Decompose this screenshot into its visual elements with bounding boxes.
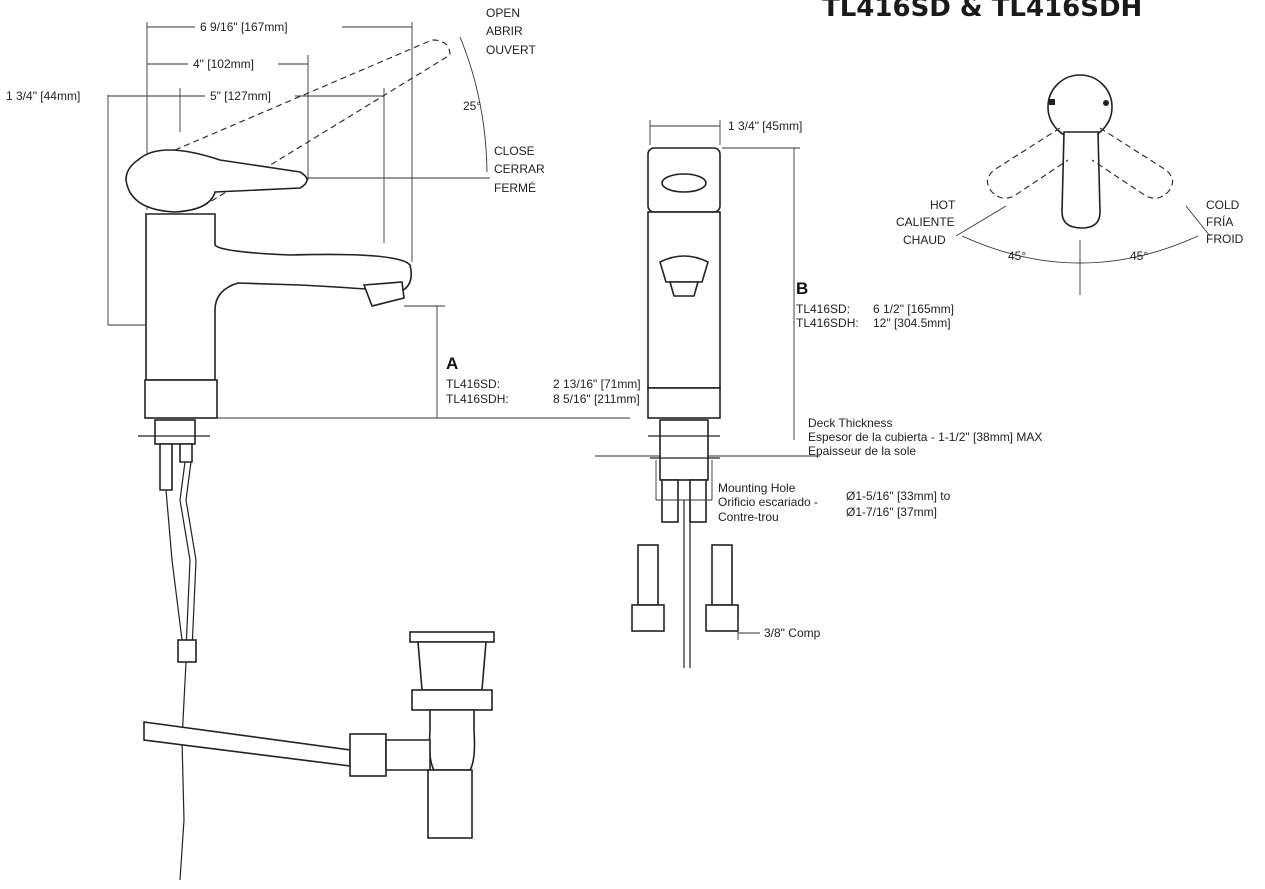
dim-overall-label: 6 9/16" [167mm] bbox=[200, 20, 288, 34]
angle-right-label: 45° bbox=[1130, 249, 1148, 263]
dim-left-label: 1 3/4" [44mm] bbox=[6, 89, 80, 103]
b-value-sdh: 12" [304.5mm] bbox=[873, 316, 951, 330]
b-model-sd: TL416SD: bbox=[796, 302, 850, 316]
deck-label-en: Deck Thickness bbox=[808, 416, 892, 430]
cold-marker-icon bbox=[1103, 100, 1109, 106]
deck-label-fr: Epaisseur de la sole bbox=[808, 444, 916, 458]
a-value-sd: 2 13/16" [71mm] bbox=[553, 377, 641, 391]
model-title: TL416SD & TL416SDH bbox=[822, 0, 1142, 23]
angle-25-label: 25° bbox=[463, 99, 481, 113]
deck-label-es: Espesor de la cubierta - 1-1/2" [38mm] M… bbox=[808, 430, 1042, 444]
cold-label-en: COLD bbox=[1206, 198, 1240, 212]
hot-marker-icon bbox=[1049, 99, 1055, 105]
a-model-sdh: TL416SDH: bbox=[446, 392, 509, 406]
hot-label-en: HOT bbox=[930, 198, 956, 212]
a-model-sd: TL416SD: bbox=[446, 377, 500, 391]
mounting-size-min: Ø1-5/16" [33mm] to bbox=[846, 489, 951, 503]
angle-left-label: 45° bbox=[1008, 249, 1026, 263]
open-label-fr: OUVERT bbox=[486, 43, 536, 57]
close-label-fr: FERMÉ bbox=[494, 180, 536, 195]
dim-a-letter: A bbox=[446, 354, 458, 373]
dim-width-label: 1 3/4" [45mm] bbox=[728, 119, 802, 133]
mounting-label-es: Orificio escariado - bbox=[718, 495, 818, 509]
hot-label-fr: CHAUD bbox=[903, 233, 946, 247]
mounting-label-en: Mounting Hole bbox=[718, 481, 796, 495]
open-label-es: ABRIR bbox=[486, 24, 523, 38]
close-label-en: CLOSE bbox=[494, 144, 535, 158]
comp-label: 3/8" Comp bbox=[764, 626, 821, 640]
hot-label-es: CALIENTE bbox=[896, 215, 955, 229]
side-view: 6 9/16" [167mm] 4" [102mm] 5" [127mm] 1 … bbox=[6, 6, 641, 881]
front-view: 1 3/4" [45mm] B TL416SD: 6 1/2" [165mm] … bbox=[595, 119, 1042, 668]
top-view: 45° 45° HOT CALIENTE CHAUD COLD FRÍA FRO… bbox=[896, 74, 1244, 295]
mounting-size-max: Ø1-7/16" [37mm] bbox=[846, 505, 937, 519]
a-value-sdh: 8 5/16" [211mm] bbox=[553, 392, 640, 406]
open-label-en: OPEN bbox=[486, 6, 520, 20]
mounting-label-fr: Contre-trou bbox=[718, 510, 779, 524]
cold-label-es: FRÍA bbox=[1206, 214, 1233, 229]
dim-b-letter: B bbox=[796, 279, 808, 298]
b-model-sdh: TL416SDH: bbox=[796, 316, 859, 330]
cold-label-fr: FROID bbox=[1206, 232, 1244, 246]
dim-5in-label: 5" [127mm] bbox=[210, 89, 271, 103]
b-value-sd: 6 1/2" [165mm] bbox=[873, 302, 954, 316]
dim-4in-label: 4" [102mm] bbox=[193, 57, 254, 71]
close-label-es: CERRAR bbox=[494, 162, 545, 176]
